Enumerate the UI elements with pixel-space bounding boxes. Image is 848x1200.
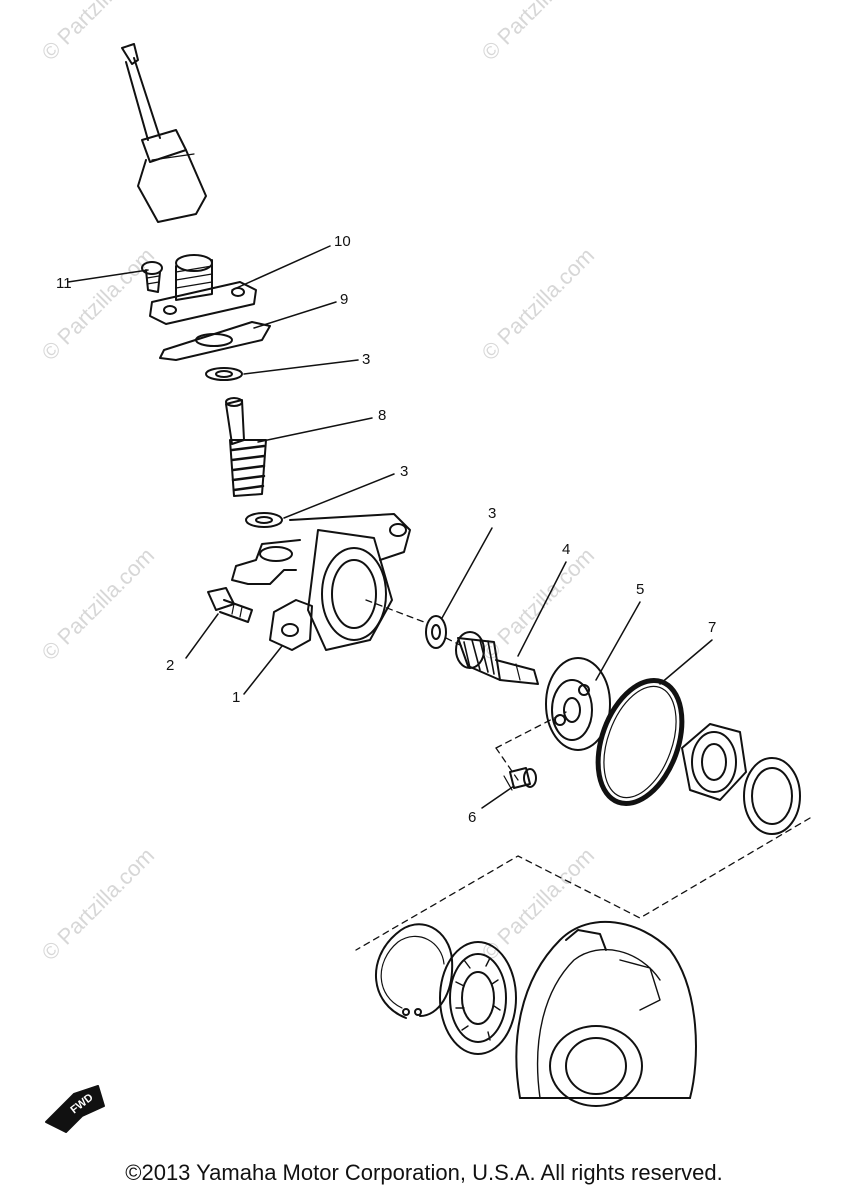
callout-8: 8 (378, 407, 386, 424)
part-6-screw (503, 767, 537, 791)
part-9-gasket (159, 321, 271, 361)
callout-7: 7 (708, 619, 716, 636)
callout-3-right: 3 (488, 505, 496, 522)
part-7-o-ring (595, 677, 685, 807)
part-3-washer-top (205, 367, 243, 381)
part-11-screw (141, 261, 163, 293)
leader-lines (67, 245, 713, 809)
callout-4: 4 (562, 541, 570, 558)
part-10-fitting (149, 254, 257, 325)
part-3-washer-right (425, 615, 447, 649)
callout-9: 9 (340, 291, 348, 308)
copyright-notice: ©2013 Yamaha Motor Corporation, U.S.A. A… (125, 1160, 723, 1185)
callout-2: 2 (166, 657, 174, 674)
hub-nut (681, 723, 747, 801)
fwd-arrow-icon: FWD (45, 1085, 105, 1133)
callout-10: 10 (334, 233, 351, 250)
snap-ring (375, 923, 454, 1019)
assembly-lines (355, 599, 811, 951)
speedometer-cable (121, 43, 207, 223)
hub-housing (515, 920, 697, 1107)
part-3-washer-middle (245, 512, 283, 528)
part-4-drive-gear (455, 631, 539, 685)
callout-11: 11 (56, 275, 72, 292)
hub-washer (743, 757, 801, 835)
part-8-driven-gear (225, 397, 267, 497)
part-1-housing (231, 513, 411, 651)
bearing (439, 941, 517, 1055)
callout-1: 1 (232, 689, 240, 706)
callout-6: 6 (468, 809, 476, 826)
callout-3-top: 3 (362, 351, 370, 368)
callout-3-middle: 3 (400, 463, 408, 480)
part-2-bolt (207, 587, 253, 623)
part-5-plate (545, 657, 611, 751)
callout-5: 5 (636, 581, 644, 598)
